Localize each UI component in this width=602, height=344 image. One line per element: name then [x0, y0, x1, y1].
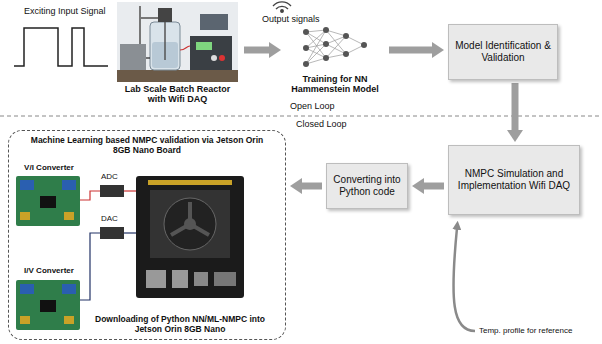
flow-arrow	[244, 47, 269, 54]
converter-module: I/V Converter	[15, 264, 83, 334]
wifi-icon	[273, 2, 291, 12]
reference-label: Temp. profile for reference	[479, 326, 572, 335]
hardware-group: Machine Learning based NMPC validation v…	[8, 130, 286, 340]
edge-label: Output signals	[262, 14, 320, 24]
box-text: NMPC Simulation and Implementation Wifi …	[455, 168, 573, 192]
module-name: I/V Converter	[15, 266, 83, 276]
flow-arrow	[389, 47, 432, 54]
group-caption: Downloading of Python NN/ML-NMPC into Je…	[85, 314, 275, 334]
photo-caption: Lab Scale Batch Reactor with Wifi DAQ	[115, 84, 240, 105]
section-label: Open Loop	[290, 101, 335, 111]
chip-label: ADC	[101, 172, 118, 181]
chip-label: DAC	[101, 214, 118, 223]
reactor-photo: Lab Scale Batch Reactor with Wifi DAQ	[115, 0, 240, 108]
module-name: V/I Converter	[15, 163, 83, 173]
square-wave	[14, 28, 108, 66]
converter-module: V/I Converter	[15, 161, 83, 231]
group-title: Machine Learning based NMPC validation v…	[23, 135, 271, 155]
adc-dac-wiring	[80, 185, 136, 300]
flow-arrow	[424, 183, 444, 190]
iv-converter-board	[16, 280, 80, 330]
network-caption: Training for NN Hammenstein Model	[285, 74, 385, 95]
neural-network: Training for NN Hammenstein Model	[285, 22, 385, 96]
section-label: Closed Loop	[296, 119, 347, 129]
box-text: Model Identification & Validation	[455, 40, 551, 64]
jetson-board	[136, 176, 244, 298]
flow-arrow	[302, 183, 322, 190]
reactor-illustration	[117, 2, 238, 82]
flow-arrow	[512, 83, 519, 130]
process-box: Converting into Python code	[326, 163, 408, 209]
vi-converter-board	[16, 176, 80, 226]
process-box: Model Identification & Validation	[448, 24, 558, 80]
box-text: Converting into Python code	[333, 174, 401, 198]
neural-network-icon	[303, 27, 367, 67]
process-box: NMPC Simulation and Implementation Wifi …	[448, 145, 580, 215]
signal-label: Exciting Input Signal	[24, 6, 106, 16]
reference-arrow	[453, 228, 475, 331]
